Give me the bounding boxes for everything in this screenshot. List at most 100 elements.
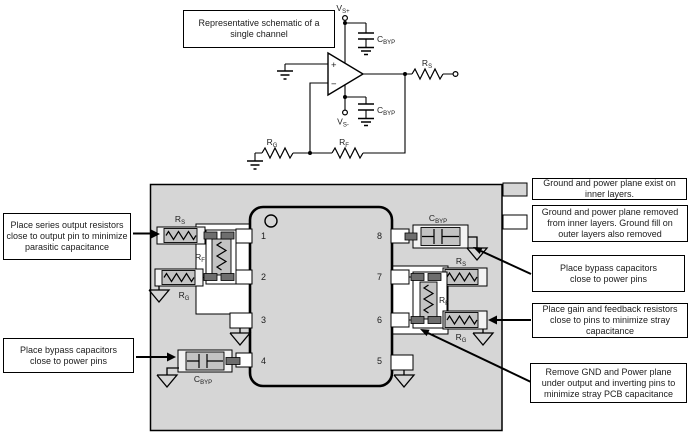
left-component-cluster: RS RF RG (148, 214, 253, 304)
rg-wire (254, 152, 310, 161)
solder-pad (427, 273, 442, 281)
rf-label: RF (195, 252, 205, 264)
noninverting-ground (277, 63, 328, 80)
solder-pad (225, 357, 241, 365)
solder-pad (410, 273, 425, 281)
solder-pad (427, 316, 442, 324)
cbyp-symbol (187, 354, 223, 368)
inverting-input-mark: − (331, 79, 337, 90)
vs-minus-terminal (342, 109, 349, 116)
legend-swatch-plane-removed (502, 214, 528, 230)
cbyp-bottom-label: CBYP (377, 105, 395, 117)
rs-label: RS (422, 58, 432, 70)
rf-zigzag (422, 284, 435, 314)
pin-4: 4 (261, 356, 266, 366)
arrowhead-icon (488, 315, 497, 325)
ground-icon (247, 160, 263, 170)
legend-swatch-plane-exists (502, 182, 528, 197)
ground-icon (472, 329, 495, 347)
rf-component (419, 281, 438, 320)
ground-icon (229, 328, 252, 347)
right-bypass-cap: CBYP (390, 213, 489, 262)
pin1-pad (235, 228, 253, 244)
arrowhead-icon (167, 352, 176, 362)
rf-zigzag (215, 241, 228, 271)
rg-label: RG (456, 332, 467, 344)
title-line: single channel (230, 29, 288, 39)
rs-zigzag (165, 230, 197, 241)
pcb-board: 1 2 3 4 8 7 6 5 RS RF (148, 182, 528, 432)
ground-icon (148, 286, 171, 304)
pin-5: 5 (377, 356, 382, 366)
ground-icon (277, 70, 293, 80)
rf-resistor-symbol (331, 146, 364, 160)
solder-pad (410, 316, 425, 324)
cbyp-top-label: CBYP (377, 34, 395, 46)
solder-pad (220, 273, 235, 281)
solder-pad (203, 231, 218, 240)
rg-resistor-symbol (261, 146, 294, 160)
vs-plus-terminal (342, 15, 349, 22)
ground-icon (358, 117, 374, 127)
legend-plane-removed: Ground and power plane removed from inne… (532, 205, 688, 242)
callout-series-output: Place series output resistors close to o… (3, 213, 131, 260)
rs-label: RS (175, 214, 185, 226)
pin3-pad (229, 312, 253, 329)
rs-zigzag (446, 271, 478, 283)
solder-pad (203, 273, 218, 281)
solder-pad (220, 231, 235, 240)
ground-icon (358, 46, 374, 56)
left-bypass-cap: CBYP (156, 349, 253, 389)
rs-resistor-symbol (411, 67, 444, 81)
callout-gain-feedback: Place gain and feedback resistors close … (532, 303, 688, 338)
schematic-title-box: Representative schematic of a single cha… (183, 10, 335, 48)
pin3-ground (229, 312, 253, 347)
opamp-triangle (327, 51, 365, 97)
feedback-wire (309, 74, 406, 154)
callout-remove-plane: Remove GND and Power plane under output … (530, 363, 687, 403)
opamp: + − (327, 51, 365, 97)
rf-label: RF (439, 295, 449, 307)
cbyp-symbol (422, 229, 459, 244)
callout-bypass-right: Place bypass capacitors close to power p… (532, 255, 685, 292)
pin6-pad (390, 312, 410, 328)
capacitor-symbol (358, 103, 374, 111)
rg-label: RG (179, 290, 190, 302)
rg-label: RG (267, 137, 278, 149)
remove-plane-arrow (427, 332, 532, 383)
rg-zigzag (446, 314, 478, 326)
feedback-network: RF RG (247, 74, 406, 170)
cbyp-label: CBYP (194, 374, 212, 386)
legend-plane-exists: Ground and power plane exist on inner la… (532, 178, 687, 200)
positive-supply: VS+ CBYP (336, 3, 395, 63)
plus-input-wire (284, 63, 328, 71)
ground-icon (156, 367, 179, 389)
vs-minus-label: VS- (337, 117, 349, 129)
rg-zigzag (163, 272, 195, 283)
arrowhead-icon (151, 229, 160, 239)
pin7-pad (390, 269, 410, 285)
arrowhead-icon (420, 329, 430, 337)
solder-pad (404, 232, 418, 241)
title-line: Representative schematic of a (198, 18, 320, 28)
output-network: RS (363, 58, 459, 81)
capacitor-symbol (358, 32, 374, 40)
pin-3: 3 (261, 315, 266, 325)
cbyp-label: CBYP (429, 213, 447, 225)
arrowhead-icon (473, 247, 483, 254)
vs-plus-label: VS+ (336, 3, 350, 15)
cbyp-top-leads (345, 22, 367, 47)
negative-supply: VS- CBYP (337, 85, 395, 129)
callout-bypass-left: Place bypass capacitors close to power p… (3, 338, 134, 373)
cbyp-bottom-leads (345, 96, 367, 118)
noninverting-input-mark: + (331, 60, 337, 71)
ic-package (248, 205, 394, 388)
pin-6: 6 (377, 315, 382, 325)
pin5-ground (390, 354, 416, 389)
bypass-right-arrow (480, 250, 532, 275)
pin-8: 8 (377, 231, 382, 241)
rs-label: RS (456, 256, 466, 268)
pin-1: 1 (261, 231, 266, 241)
